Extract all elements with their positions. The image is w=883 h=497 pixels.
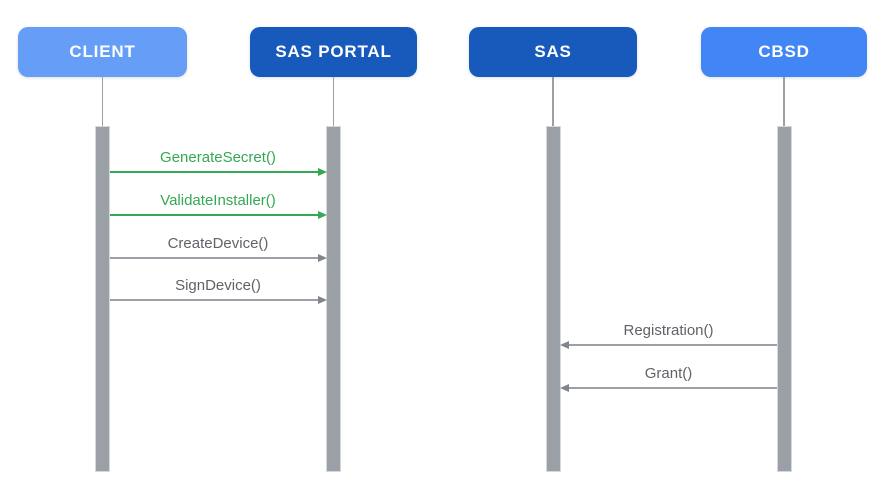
- actor-box-cbsd: CBSD: [701, 27, 867, 77]
- activation-bar-sas-portal: [326, 126, 341, 472]
- arrowhead-right-icon: [318, 295, 327, 304]
- lifeline-sas-portal: [332, 77, 335, 126]
- message-label: ValidateInstaller(): [160, 192, 276, 209]
- actor-box-sas-portal: SAS PORTAL: [250, 27, 417, 77]
- actor-label-client: CLIENT: [69, 42, 136, 61]
- actor-box-client: CLIENT: [18, 27, 187, 77]
- message-arrow-line: [110, 171, 320, 173]
- actor-label-cbsd: CBSD: [758, 42, 810, 61]
- message-label: GenerateSecret(): [160, 149, 276, 166]
- lifeline-cbsd: [783, 77, 785, 126]
- lifeline-client: [101, 77, 104, 126]
- arrowhead-right-icon: [318, 210, 327, 219]
- message-arrow-line: [110, 257, 320, 259]
- message-arrow-line: [566, 344, 777, 346]
- message-arrow-line: [110, 299, 320, 301]
- activation-bar-client: [95, 126, 110, 472]
- arrowhead-left-icon: [559, 340, 569, 349]
- lifeline-sas: [552, 77, 554, 126]
- message-label: Registration(): [623, 322, 714, 339]
- arrowhead-right-icon: [318, 253, 327, 262]
- activation-bar-sas: [545, 126, 561, 472]
- message-arrow-line: [110, 214, 320, 216]
- message-arrow-line: [566, 387, 777, 389]
- arrowhead-left-icon: [559, 383, 569, 392]
- actor-box-sas: SAS: [469, 27, 637, 77]
- message-label: SignDevice(): [175, 277, 261, 294]
- message-label: Grant(): [644, 365, 693, 382]
- activation-bar-cbsd: [776, 126, 792, 472]
- message-label: CreateDevice(): [167, 235, 269, 252]
- arrowhead-right-icon: [318, 167, 327, 176]
- actor-label-sas-portal: SAS PORTAL: [275, 42, 392, 61]
- actor-label-sas: SAS: [534, 42, 572, 61]
